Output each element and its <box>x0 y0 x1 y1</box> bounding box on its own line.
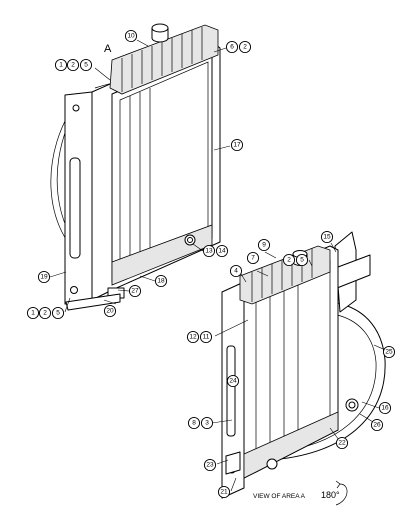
svg-text:6: 6 <box>230 44 234 51</box>
callout-bubble: 25 <box>382 345 396 359</box>
svg-text:23: 23 <box>206 462 214 469</box>
svg-text:8: 8 <box>192 420 196 427</box>
svg-text:5: 5 <box>84 62 88 69</box>
callout-bubble: 12 <box>186 330 200 344</box>
view-label-a: A <box>104 43 112 55</box>
callouts-top: 1 2 5 10 6 2 17 13 14 18 19 20 27 1 2 5 <box>26 29 252 320</box>
callout-bubble: 18 <box>154 274 168 288</box>
svg-text:13: 13 <box>205 248 213 255</box>
callout-bubble: 13 <box>202 244 216 258</box>
svg-text:27: 27 <box>131 288 139 295</box>
svg-text:19: 19 <box>40 274 48 281</box>
callout-bubble: 9 <box>257 238 271 252</box>
svg-text:15: 15 <box>323 234 331 241</box>
callout-bubble: 4 <box>229 264 243 278</box>
svg-text:1: 1 <box>31 310 35 317</box>
radiator-assembly-bottom <box>221 231 386 499</box>
callout-bubble: 5 <box>51 306 65 320</box>
svg-text:20: 20 <box>106 308 114 315</box>
svg-text:25: 25 <box>385 349 393 356</box>
svg-text:26: 26 <box>373 422 381 429</box>
svg-text:2: 2 <box>287 257 291 264</box>
callout-bubble: 24 <box>226 374 240 388</box>
callout-bubble: 6 <box>225 40 239 54</box>
callout-bubble: 1 <box>54 58 68 72</box>
callout-bubble: 2 <box>38 306 52 320</box>
callout-bubble: 5 <box>79 58 93 72</box>
callouts-bottom: 2 5 15 9 7 4 12 11 25 24 16 26 8 3 22 23… <box>186 230 396 499</box>
callout-bubble: 23 <box>203 458 217 472</box>
callout-bubble: 20 <box>103 304 117 318</box>
callout-bubble: 14 <box>215 244 229 258</box>
svg-text:9: 9 <box>262 242 266 249</box>
svg-text:5: 5 <box>300 257 304 264</box>
svg-text:14: 14 <box>218 248 226 255</box>
svg-text:2: 2 <box>43 310 47 317</box>
svg-text:10: 10 <box>127 33 135 40</box>
view-caption: VIEW OF AREA A <box>253 493 306 500</box>
svg-text:3: 3 <box>205 420 209 427</box>
callout-bubble: 17 <box>230 138 244 152</box>
svg-text:17: 17 <box>233 142 241 149</box>
leader-lines <box>49 39 391 492</box>
callout-bubble: 11 <box>199 330 213 344</box>
svg-text:2: 2 <box>243 44 247 51</box>
radiator-assembly-top <box>50 23 221 311</box>
callout-bubble: 2 <box>66 58 80 72</box>
callout-bubble: 5 <box>295 253 309 267</box>
callout-bubble: 2 <box>282 253 296 267</box>
callout-bubble: 7 <box>246 251 260 265</box>
svg-text:18: 18 <box>157 278 165 285</box>
callout-bubble: 3 <box>200 416 214 430</box>
callout-bubble: 2 <box>238 40 252 54</box>
svg-text:5: 5 <box>56 310 60 317</box>
callout-bubble: 1 <box>26 306 40 320</box>
svg-text:24: 24 <box>229 378 237 385</box>
callout-bubble: 16 <box>378 401 392 415</box>
svg-text:11: 11 <box>203 334 210 341</box>
callout-bubble: 21 <box>217 485 231 499</box>
callout-bubble: 10 <box>124 29 138 43</box>
callout-bubble: 15 <box>320 230 334 244</box>
rotation-label: 180° <box>321 490 340 500</box>
rotation-arrow-icon <box>335 480 348 506</box>
callout-bubble: 22 <box>335 436 349 450</box>
svg-text:21: 21 <box>220 489 228 496</box>
svg-text:16: 16 <box>381 405 389 412</box>
svg-text:4: 4 <box>234 268 238 275</box>
svg-text:7: 7 <box>251 255 255 262</box>
callout-bubble: 26 <box>370 418 384 432</box>
svg-text:22: 22 <box>338 440 346 447</box>
svg-text:1: 1 <box>59 62 63 69</box>
svg-text:12: 12 <box>189 334 197 341</box>
callout-bubble: 19 <box>37 270 51 284</box>
callout-bubble: 27 <box>128 284 142 298</box>
svg-text:2: 2 <box>71 62 75 69</box>
callout-bubble: 8 <box>187 416 201 430</box>
